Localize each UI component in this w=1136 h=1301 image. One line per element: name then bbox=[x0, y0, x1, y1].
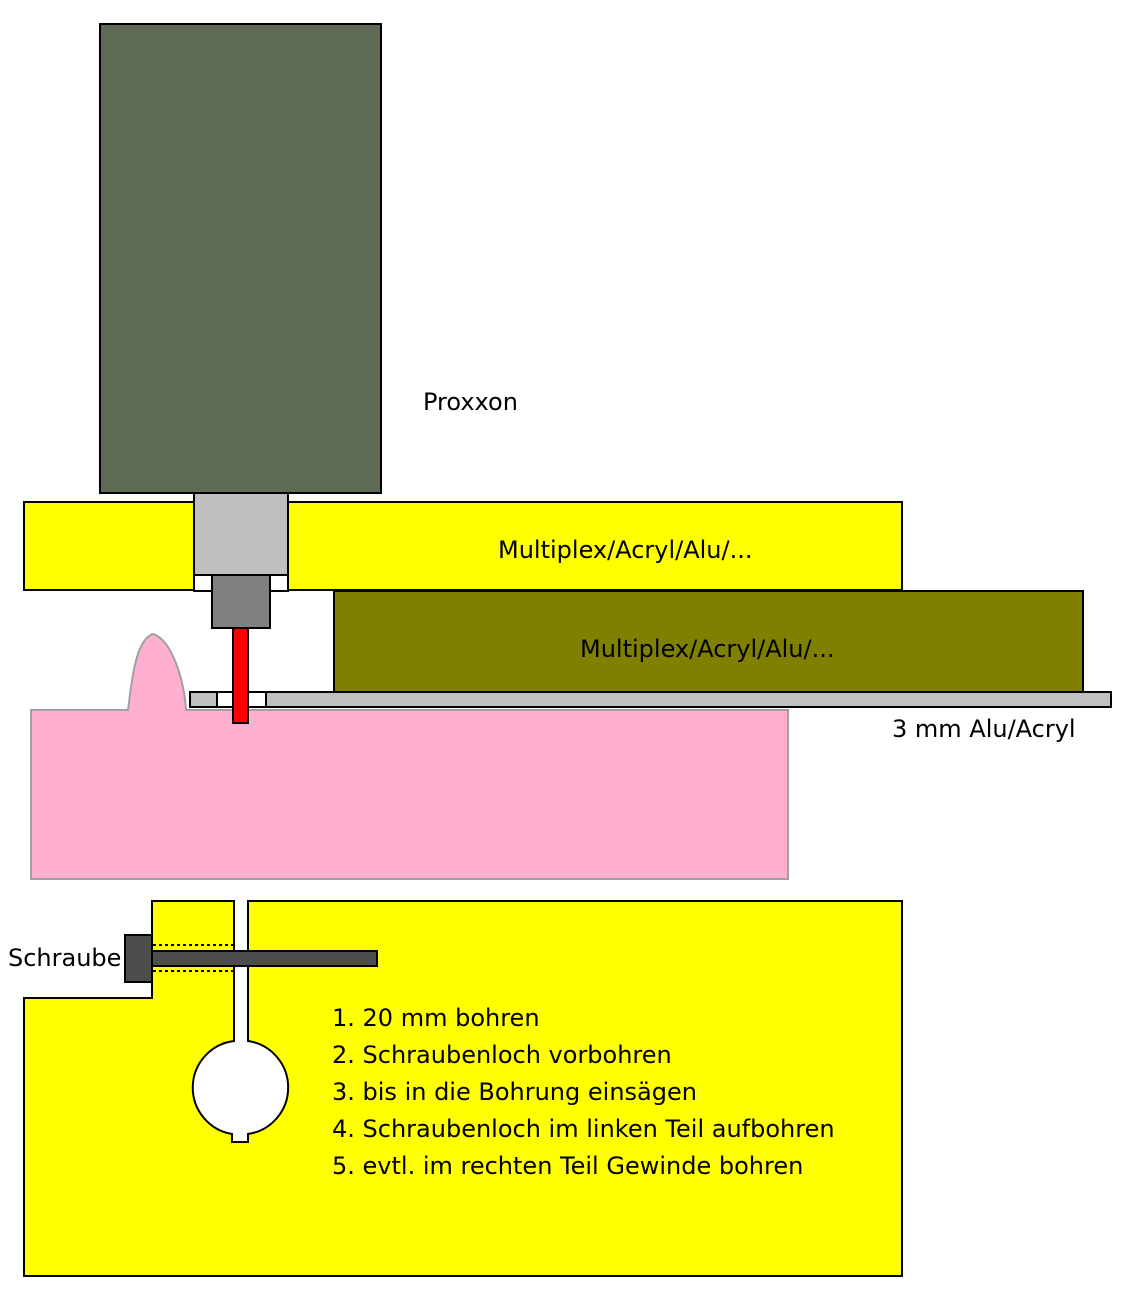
step-3: 3. bis in die Bohrung einsägen bbox=[332, 1078, 697, 1106]
screw-shaft bbox=[147, 950, 378, 967]
lower-plate-label: Multiplex/Acryl/Alu/... bbox=[580, 635, 834, 663]
screw-head bbox=[124, 934, 153, 983]
base-plate-right bbox=[265, 691, 1112, 708]
base-plate-left bbox=[189, 691, 218, 708]
step-1: 1. 20 mm bohren bbox=[332, 1004, 540, 1032]
cutter-bit bbox=[232, 627, 249, 724]
proxxon-motor bbox=[99, 23, 382, 494]
lower-plate bbox=[333, 590, 1084, 693]
upper-plate-label: Multiplex/Acryl/Alu/... bbox=[498, 536, 752, 564]
workpiece bbox=[30, 632, 789, 880]
upper-plate bbox=[23, 501, 903, 591]
chuck bbox=[211, 574, 271, 629]
step-5: 5. evtl. im rechten Teil Gewinde bohren bbox=[332, 1152, 803, 1180]
base-plate-label: 3 mm Alu/Acryl bbox=[892, 715, 1076, 743]
motor-collar bbox=[193, 492, 289, 576]
screw-label: Schraube bbox=[8, 944, 121, 972]
clamp-block bbox=[23, 900, 903, 1277]
proxxon-label: Proxxon bbox=[423, 388, 518, 416]
step-2: 2. Schraubenloch vorbohren bbox=[332, 1041, 672, 1069]
step-4: 4. Schraubenloch im linken Teil aufbohre… bbox=[332, 1115, 835, 1143]
